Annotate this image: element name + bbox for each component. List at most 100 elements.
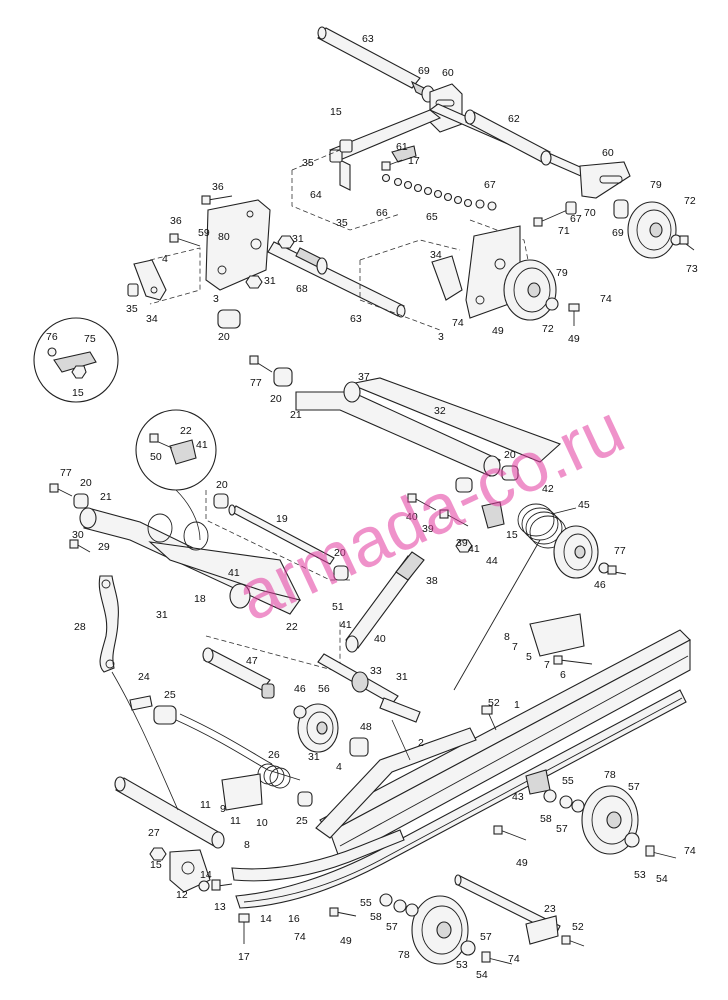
rail-curve [231,829,405,882]
label-77a: 77 [250,377,262,389]
label-43: 43 [512,791,524,803]
shaft-19 [228,504,335,565]
label-31d: 31 [396,671,408,683]
bolt-49-mid [568,303,580,326]
axle-23 [454,874,561,945]
label-77c: 77 [614,545,626,557]
label-6: 6 [560,669,566,681]
clip-61 [381,145,417,171]
bushing-20-arm-right [501,465,519,481]
bracket-5 [529,613,585,657]
label-58a: 58 [540,813,552,825]
bolt-77-45 [607,565,627,575]
label-67a: 67 [484,179,496,191]
label-55a: 55 [562,775,574,787]
label-8a: 8 [504,631,510,643]
route-line-2 [175,489,201,541]
label-37: 37 [358,371,370,383]
upper-crossmember [329,103,597,191]
label-15c: 15 [506,529,518,541]
label-12: 12 [176,889,188,901]
route-line-1 [111,671,179,811]
label-32: 32 [434,405,446,417]
label-42: 42 [542,483,554,495]
side-plate-3-left [205,199,271,291]
label-23: 23 [544,903,556,915]
label-52b: 52 [572,921,584,933]
label-49a: 49 [492,325,504,337]
bolt-71 [533,201,577,227]
label-40a: 40 [406,511,418,523]
label-3b: 3 [438,331,444,343]
callout-labels: 1 2 3 3 4 4 5 6 7 7 8 8 9 10 11 11 12 13… [46,33,698,981]
label-17a: 17 [408,155,420,167]
bolt-49-lower [493,825,527,841]
label-39a: 39 [422,523,434,535]
front-arm-18 [79,507,302,615]
label-68: 68 [296,283,308,295]
bolt-13 [211,879,233,891]
washers-55-57-58-right [543,789,585,813]
label-15b: 15 [72,387,84,399]
label-46a: 46 [594,579,606,591]
label-69b: 69 [612,227,624,239]
label-28: 28 [74,621,86,633]
label-73: 73 [686,263,698,275]
label-9: 9 [220,803,226,815]
label-53a: 53 [634,869,646,881]
label-62: 62 [508,113,520,125]
spacer-washers-65 [381,173,497,211]
label-56: 56 [318,683,330,695]
label-4b: 4 [336,761,342,773]
axle-33 [317,653,421,723]
label-33: 33 [370,665,382,677]
bolt-77-front [49,483,73,497]
label-2: 2 [418,737,424,749]
slide-16 [235,689,687,909]
label-55b: 55 [360,897,372,909]
washer-53-lower [460,940,476,956]
washer-14 [198,880,210,892]
label-47: 47 [246,655,258,667]
wheel-56 [297,703,339,753]
label-26: 26 [268,749,280,761]
dash-1 [291,149,341,171]
label-54a: 54 [656,873,668,885]
bushing-35-left [127,283,139,297]
label-17b: 17 [238,951,250,963]
label-16: 16 [288,913,300,925]
label-52a: 52 [488,697,500,709]
rear-arm-32 [295,377,562,477]
label-71: 71 [558,225,570,237]
label-79b: 79 [556,267,568,279]
label-21b: 21 [100,491,112,503]
dash-5 [359,260,441,331]
label-49d: 49 [340,935,352,947]
bracket-9 [221,773,263,811]
label-41a: 41 [196,439,208,451]
label-60b: 60 [602,147,614,159]
label-74c: 74 [684,845,696,857]
label-74a: 74 [452,317,464,329]
label-50: 50 [150,451,162,463]
spring-26 [175,713,301,789]
label-29: 29 [98,541,110,553]
label-22a: 22 [180,425,192,437]
label-36b: 36 [170,215,182,227]
label-51: 51 [332,601,344,613]
shaft-63-top [317,26,421,89]
label-34a: 34 [146,313,158,325]
label-69a: 69 [418,65,430,77]
label-74d: 74 [294,931,306,943]
label-31b: 31 [264,275,276,287]
dash-4 [359,239,461,261]
label-63b: 63 [350,313,362,325]
label-76: 76 [46,331,58,343]
tube-47 [202,647,275,699]
bolt-6 [553,655,593,665]
washers-55-57-58-lower [379,893,419,917]
label-31e: 31 [308,751,320,763]
bushing-48 [349,737,369,757]
wheel-79-mid [503,259,557,321]
label-8b: 8 [244,839,250,851]
